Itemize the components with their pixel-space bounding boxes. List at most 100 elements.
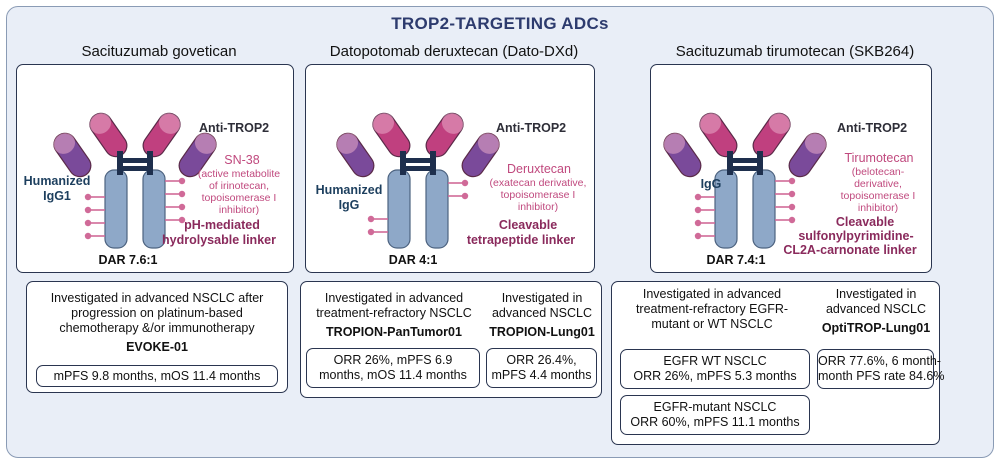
result-line1: EGFR-mutant NSCLC: [653, 400, 777, 414]
payload-right-2-star: ✱: [179, 203, 186, 212]
result-line1: ORR 77.6%, 6 month-: [818, 354, 941, 368]
payload-left-2-star: ✱: [695, 219, 702, 228]
trial-name-evoke-01: EVOKE-01: [126, 340, 188, 354]
payload-desc-line1: (exatecan derivative,: [489, 177, 587, 189]
heavy-chain-left: [372, 112, 411, 158]
heavy-chain-right: [425, 112, 464, 158]
hinge-left: [400, 151, 406, 175]
result-line2: ORR 60%, mPFS 11.1 months: [630, 415, 800, 429]
payload-name: Tirumotecan: [844, 151, 914, 165]
igg-label-line1: Humanized: [23, 174, 91, 188]
anti-trop2-label: Anti-TROP2: [199, 121, 270, 135]
drug-title-sacituzumab-tirumotecan: Sacituzumab tirumotecan (SKB264): [675, 43, 915, 60]
light-chain-left: [336, 132, 375, 178]
hinge-left: [727, 151, 733, 175]
light-chain-right-highlight: [477, 133, 500, 154]
payload-desc-line3: topoisomerase I: [840, 190, 916, 202]
payload-left-2-drug: [694, 219, 702, 227]
payload-right-3-star: ✱: [789, 216, 796, 225]
payload-left-1-drug: [694, 206, 702, 214]
hinge-bar-top: [402, 158, 434, 163]
anti-trop2-label: Anti-TROP2: [837, 121, 908, 135]
light-chain-left-highlight: [663, 133, 686, 154]
payload-right-1-star: ✱: [462, 192, 469, 201]
result-line2: mPFS 4.4 months: [491, 368, 592, 382]
payload-left-1-star: ✱: [695, 206, 702, 215]
payload-name: Deruxtecan: [507, 162, 571, 176]
payload-right-2-drug: [178, 203, 186, 211]
heavy-chain-left-highlight: [699, 113, 722, 134]
payload-left-0-star: ✱: [85, 193, 92, 202]
hinge-right: [430, 151, 436, 175]
result-box-optitrop-lung01: ORR 77.6%, 6 month- month PFS rate 84.6%: [817, 349, 944, 389]
hinge-bar-top: [729, 158, 761, 163]
payload-right-3-drug: [178, 216, 186, 224]
linker-line3: CL2A-carnonate linker: [783, 243, 917, 257]
hinge-right: [757, 151, 763, 175]
result-box-egfr-wt: EGFR WT NSCLC ORR 26%, mPFS 5.3 months: [620, 349, 810, 389]
payload-right-3-drug: [788, 216, 796, 224]
trial-desc-line1: Investigated in advanced: [324, 291, 464, 305]
hinge-bar-top: [119, 158, 151, 163]
dar-label: DAR 4:1: [388, 253, 438, 267]
antibody-diagram-deruxtecan: ✱✱✱✱: [336, 112, 500, 249]
heavy-chain-left-highlight: [89, 113, 112, 134]
payload-desc-line4: inhibitor): [218, 204, 260, 216]
light-chain-left-highlight: [53, 133, 76, 154]
payload-left-0-drug: [367, 215, 375, 223]
antibody: [336, 112, 500, 249]
payload-desc-line2: topoisomerase I: [500, 189, 576, 201]
heavy-chain-right-highlight: [158, 113, 181, 134]
payload-left-1-drug: [84, 206, 92, 214]
payload-left-2-star: ✱: [85, 219, 92, 228]
dar-label: DAR 7.6:1: [98, 253, 158, 267]
payload-desc-line1: (active metabolite: [197, 168, 281, 180]
payload-group: ✱✱✱✱: [368, 179, 469, 237]
heavy-chain-left: [89, 112, 128, 158]
result-box-egfr-mutant: EGFR-mutant NSCLC ORR 60%, mPFS 11.1 mon…: [620, 395, 810, 435]
payload-right-0-star: ✱: [462, 179, 469, 188]
trial-name-tropion-lung01: TROPION-Lung01: [489, 325, 595, 339]
payload-desc-line3: inhibitor): [517, 201, 559, 213]
payload-left-3-star: ✱: [695, 232, 702, 241]
igg-label-line2: IgG1: [43, 189, 71, 203]
trial-desc-line3: chemotherapy &/or immunotherapy: [59, 321, 255, 335]
light-chain-right: [788, 132, 827, 178]
trial-desc-line2: advanced NSCLC: [825, 302, 927, 316]
payload-right-1-drug: [178, 190, 186, 198]
hinge-right: [147, 151, 153, 175]
trial-panel-govetican: Investigated in advanced NSCLC after pro…: [26, 281, 288, 393]
trial-desc-line2: treatment-refractory NSCLC: [316, 306, 472, 320]
payload-right-0-drug: [788, 177, 796, 185]
hinge-bar-bottom: [729, 166, 761, 171]
trial-panel-tirumotecan: Investigated in advanced treatment-refra…: [611, 281, 944, 445]
result-box-tropion-lung01: ORR 26.4%, mPFS 4.4 months: [486, 348, 597, 388]
light-chain-right: [461, 132, 500, 178]
light-chain-left: [53, 132, 92, 178]
light-chain-right-highlight: [194, 133, 217, 154]
result-line1: mPFS 9.8 months, mOS 11.4 months: [53, 369, 261, 383]
heavy-chain-left-highlight: [372, 113, 395, 134]
anti-trop2-label: Anti-TROP2: [496, 121, 567, 135]
trial-desc-line2: advanced NSCLC: [491, 306, 593, 320]
payload-right-2-drug: [788, 203, 796, 211]
payload-left-1-drug: [367, 228, 375, 236]
result-line1: ORR 26.4%,: [506, 353, 577, 367]
payload-desc-line2: of irinotecan,: [208, 180, 270, 192]
payload-left-3-star: ✱: [85, 232, 92, 241]
payload-right-1-drug: [788, 190, 796, 198]
payload-desc-line2: derivative,: [854, 178, 902, 190]
figure-title: TROP2-TARGETING ADCs: [391, 14, 609, 33]
payload-right-0-drug: [461, 179, 469, 187]
light-chain-right: [178, 132, 217, 178]
payload-desc-line4: inhibitor): [857, 202, 899, 214]
payload-left-0-star: ✱: [695, 193, 702, 202]
payload-left-0-drug: [84, 193, 92, 201]
linker-line1: pH-mediated: [184, 218, 260, 232]
antibody: [663, 112, 827, 249]
structure-panel-tirumotecan: ✱✱✱✱✱✱✱✱ Anti-TROP2 IgG Tirumotecan (bel…: [650, 64, 932, 273]
payload-left-1-star: ✱: [368, 228, 375, 237]
hinge-bar-bottom: [402, 166, 434, 171]
heavy-chain-right-highlight: [441, 113, 464, 134]
drug-title-datopotomab-deruxtecan: Datopotomab deruxtecan (Dato-DXd): [329, 43, 579, 60]
